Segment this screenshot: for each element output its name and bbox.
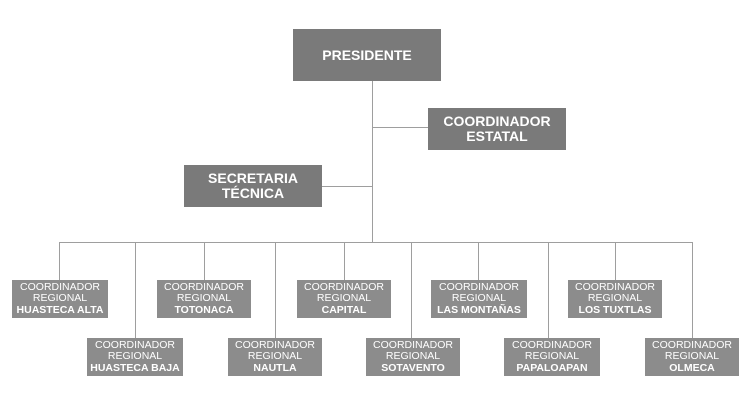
regional-name: NAUTLA bbox=[253, 361, 297, 374]
connector-secretaria bbox=[322, 186, 372, 187]
connector-horizontal-bus bbox=[59, 242, 692, 243]
regional-box-los-tuxtlas: COORDINADOR REGIONAL LOS TUXTLAS bbox=[568, 280, 662, 318]
presidente-box: PRESIDENTE bbox=[293, 29, 441, 81]
connector-drop bbox=[411, 242, 412, 338]
connector-drop bbox=[478, 242, 479, 280]
regional-line1: COORDINADOR bbox=[439, 281, 519, 294]
regional-name: CAPITAL bbox=[321, 303, 367, 316]
connector-drop bbox=[135, 242, 136, 338]
regional-line1: COORDINADOR bbox=[512, 339, 592, 352]
regional-line2: REGIONAL bbox=[247, 350, 303, 363]
regional-name: LAS MONTAÑAS bbox=[437, 303, 521, 316]
regional-box-las-montanas: COORDINADOR REGIONAL LAS MONTAÑAS bbox=[431, 280, 527, 318]
regional-line2: REGIONAL bbox=[524, 350, 580, 363]
regional-line1: COORDINADOR bbox=[164, 281, 244, 294]
connector-drop bbox=[275, 242, 276, 338]
regional-line2: REGIONAL bbox=[32, 292, 88, 305]
connector-estatal bbox=[372, 127, 428, 128]
regional-box-olmeca: COORDINADOR REGIONAL OLMECA bbox=[645, 338, 739, 376]
regional-line1: COORDINADOR bbox=[95, 339, 175, 352]
regional-line2: REGIONAL bbox=[176, 292, 232, 305]
coordinador-estatal-line2: ESTATAL bbox=[466, 128, 528, 144]
regional-box-sotavento: COORDINADOR REGIONAL SOTAVENTO bbox=[366, 338, 460, 376]
regional-box-huasteca-baja: COORDINADOR REGIONAL HUASTECA BAJA bbox=[87, 338, 183, 376]
connector-drop bbox=[204, 242, 205, 280]
regional-line1: COORDINADOR bbox=[235, 339, 315, 352]
regional-line2: REGIONAL bbox=[316, 292, 372, 305]
regional-line1: COORDINADOR bbox=[373, 339, 453, 352]
connector-main-vertical bbox=[372, 80, 373, 243]
connector-drop bbox=[615, 242, 616, 280]
regional-line2: REGIONAL bbox=[385, 350, 441, 363]
regional-name: TOTONACA bbox=[174, 303, 234, 316]
regional-line1: COORDINADOR bbox=[304, 281, 384, 294]
regional-box-huasteca-alta: COORDINADOR REGIONAL HUASTECA ALTA bbox=[12, 280, 108, 318]
regional-line1: COORDINADOR bbox=[575, 281, 655, 294]
secretaria-tecnica-line2: TÉCNICA bbox=[221, 185, 285, 201]
regional-line1: COORDINADOR bbox=[652, 339, 732, 352]
secretaria-tecnica-box: SECRETARIA TÉCNICA bbox=[184, 165, 322, 207]
regional-name: HUASTECA ALTA bbox=[16, 303, 104, 316]
regional-line2: REGIONAL bbox=[587, 292, 643, 305]
regional-box-nautla: COORDINADOR REGIONAL NAUTLA bbox=[228, 338, 322, 376]
regional-box-capital: COORDINADOR REGIONAL CAPITAL bbox=[297, 280, 391, 318]
regional-line2: REGIONAL bbox=[664, 350, 720, 363]
regional-name: PAPALOAPAN bbox=[516, 361, 588, 374]
connector-drop bbox=[59, 242, 60, 280]
regional-box-papaloapan: COORDINADOR REGIONAL PAPALOAPAN bbox=[504, 338, 600, 376]
regional-name: OLMECA bbox=[669, 361, 715, 374]
coordinador-estatal-box: COORDINADOR ESTATAL bbox=[428, 108, 566, 150]
connector-drop bbox=[344, 242, 345, 280]
secretaria-tecnica-line1: SECRETARIA bbox=[208, 170, 298, 187]
regional-name: LOS TUXTLAS bbox=[578, 303, 652, 316]
regional-box-totonaca: COORDINADOR REGIONAL TOTONACA bbox=[157, 280, 251, 318]
connector-drop bbox=[692, 242, 693, 338]
coordinador-estatal-line1: COORDINADOR bbox=[443, 113, 551, 130]
regional-line1: COORDINADOR bbox=[20, 281, 100, 294]
presidente-label: PRESIDENTE bbox=[322, 46, 412, 63]
connector-drop bbox=[548, 242, 549, 338]
regional-line2: REGIONAL bbox=[107, 350, 163, 363]
regional-name: SOTAVENTO bbox=[381, 361, 445, 374]
regional-name: HUASTECA BAJA bbox=[90, 361, 180, 374]
regional-line2: REGIONAL bbox=[451, 292, 507, 305]
